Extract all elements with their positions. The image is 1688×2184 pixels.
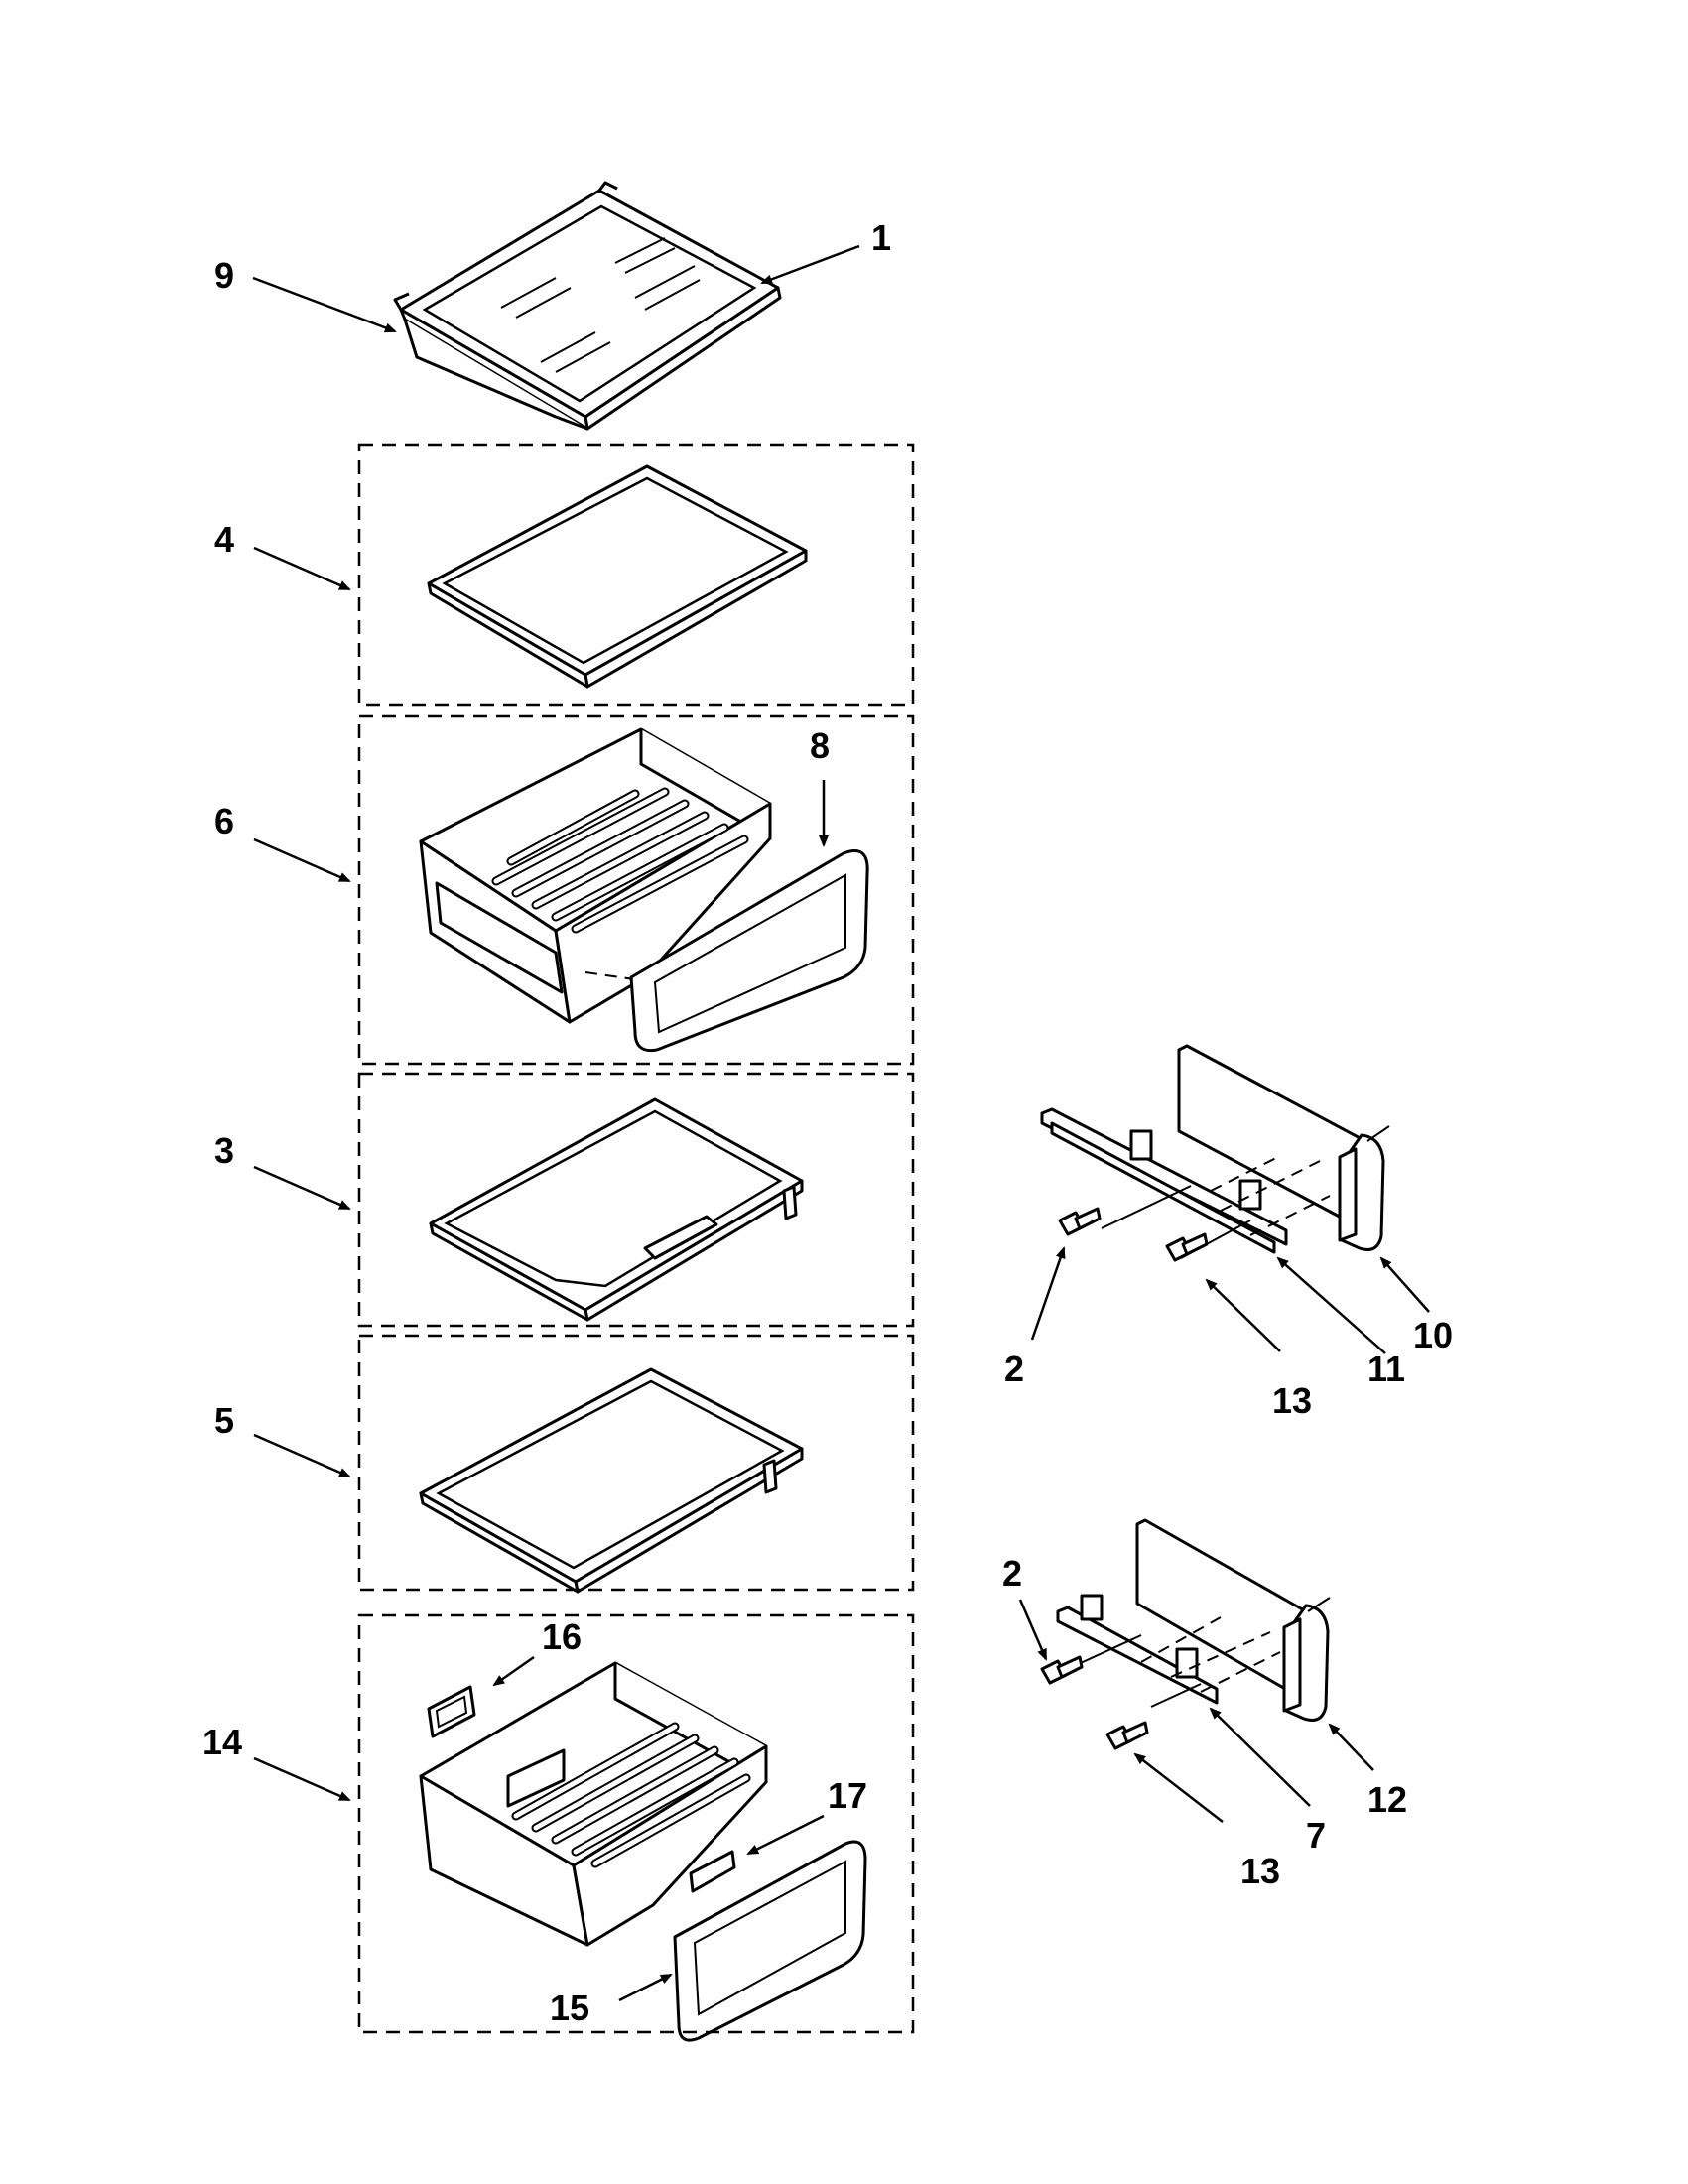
- callout-12: 12: [1367, 1779, 1407, 1820]
- glass-shelf-part-4: [427, 464, 808, 689]
- callout-1: 1: [871, 217, 891, 258]
- callout-13-lower: 13: [1240, 1851, 1280, 1891]
- glass-shelf-part-5: [419, 1367, 804, 1594]
- callout-3: 3: [214, 1130, 234, 1171]
- screw-part-2-lower: [1040, 1655, 1084, 1685]
- group-box-part-14: [357, 1613, 915, 2034]
- group-box-part-5: [357, 1334, 915, 1592]
- group-box-part-4: [357, 443, 915, 707]
- callout-13-upper: 13: [1272, 1380, 1312, 1421]
- cover-assembly-lower: [1040, 1518, 1331, 1750]
- crisper-drawer-part-14: [419, 1661, 867, 2042]
- screw-part-13-lower: [1105, 1721, 1149, 1750]
- callout-2-upper: 2: [1004, 1349, 1024, 1389]
- callout-4: 4: [214, 519, 234, 560]
- callout-16: 16: [542, 1616, 582, 1657]
- glass-shelf-part-3: [429, 1097, 804, 1322]
- screw-part-2-upper: [1058, 1207, 1102, 1236]
- leader-lines: [252, 244, 1430, 2002]
- callout-17: 17: [828, 1775, 867, 1816]
- crisper-drawer-part-6: [419, 727, 869, 1053]
- screw-part-13-upper: [1165, 1232, 1209, 1262]
- callout-7: 7: [1306, 1815, 1326, 1856]
- group-box-part-6: [357, 714, 915, 1066]
- callout-8: 8: [810, 725, 830, 766]
- callout-6: 6: [214, 801, 234, 841]
- callout-10: 10: [1413, 1315, 1453, 1355]
- callout-14: 14: [202, 1722, 242, 1762]
- group-box-part-3: [357, 1072, 915, 1328]
- callout-2-lower: 2: [1002, 1553, 1022, 1594]
- callout-15: 15: [550, 1988, 589, 2028]
- top-shelf-assembly: [393, 181, 782, 431]
- callout-9: 9: [214, 255, 234, 296]
- cover-assembly-upper: [1040, 1044, 1390, 1262]
- callout-5: 5: [214, 1400, 234, 1441]
- callout-11: 11: [1367, 1349, 1405, 1389]
